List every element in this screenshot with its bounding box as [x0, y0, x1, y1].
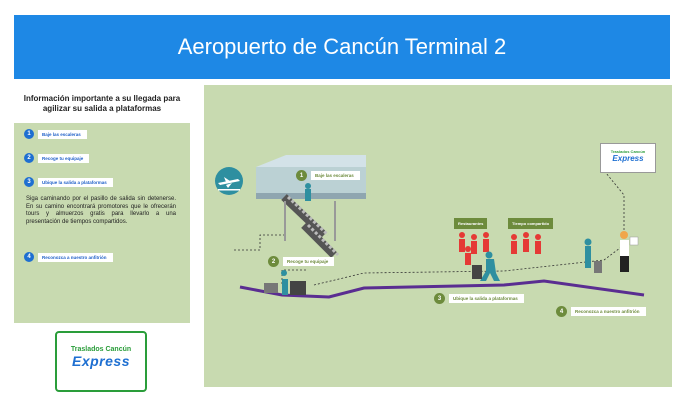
- logo-top-text: Traslados Cancún: [70, 346, 132, 353]
- restaurant-crowd: [459, 232, 489, 265]
- map-step-4: 4 Reconozca a nuestro anfitrión: [556, 306, 646, 317]
- map-step-label: Baje las escaleras: [311, 171, 360, 180]
- express-sign-bottom: Express: [612, 154, 644, 163]
- map-step-label: Ubique la salida a plataformas: [449, 294, 524, 303]
- person-icon: [305, 183, 311, 201]
- map-step-1: 1 Baje las escaleras: [296, 170, 360, 181]
- timeshare-crowd: [511, 232, 541, 254]
- map-illustration: [215, 155, 645, 299]
- express-host-sign: Traslados Cancún Express: [600, 143, 656, 173]
- step-3: 3 Ubique la salida a plataformas: [24, 177, 113, 187]
- map-step-3: 3 Ubique la salida a plataformas: [434, 293, 524, 304]
- step-number: 3: [24, 177, 34, 187]
- map-step-2: 2 Recoge tu equipaje: [268, 256, 335, 267]
- restaurants-sign: Restaurantes: [454, 218, 488, 229]
- step-label: Ubique la salida a plataformas: [38, 177, 113, 187]
- step-number: 4: [24, 252, 34, 262]
- step-2: 2 Recoge tu equipaje: [24, 153, 90, 163]
- steps-panel: 1 Baje las escaleras 2 Recoge tu equipaj…: [14, 123, 190, 323]
- express-sign-top: Traslados Cancún: [610, 149, 646, 154]
- logo-bottom-text: Express: [72, 353, 130, 369]
- step-4: 4 Reconozca a nuestro anfitrión: [24, 252, 113, 262]
- person-icon: [472, 251, 500, 281]
- step-label: Baje las escaleras: [38, 129, 87, 139]
- header-banner: Aeropuerto de Cancún Terminal 2: [14, 15, 670, 79]
- map-step-number: 4: [556, 306, 567, 317]
- escalator-icon: [256, 155, 366, 258]
- company-logo: Traslados Cancún Express: [55, 331, 147, 392]
- map-step-number: 1: [296, 170, 307, 181]
- person-icon: [584, 231, 639, 273]
- terminal-map: 1 Baje las escaleras 2 Recoge tu equipaj…: [204, 85, 672, 387]
- map-step-label: Recoge tu equipaje: [283, 257, 335, 266]
- step-1: 1 Baje las escaleras: [24, 129, 87, 139]
- map-step-number: 2: [268, 256, 279, 267]
- map-step-label: Reconozca a nuestro anfitrión: [571, 307, 646, 316]
- airplane-icon: [215, 167, 243, 195]
- step-label: Recoge tu equipaje: [38, 153, 90, 163]
- step-number: 1: [24, 129, 34, 139]
- info-heading: Información importante a su llegada para…: [23, 94, 181, 113]
- map-step-number: 3: [434, 293, 445, 304]
- step-3-description: Siga caminando por el pasillo de salida …: [26, 196, 176, 225]
- step-label: Reconozca a nuestro anfitrión: [38, 252, 113, 262]
- luggage-icon: [264, 270, 306, 295]
- timeshare-sign: Tiempo compartido: [508, 218, 554, 229]
- page-title: Aeropuerto de Cancún Terminal 2: [177, 34, 507, 59]
- step-number: 2: [24, 153, 34, 163]
